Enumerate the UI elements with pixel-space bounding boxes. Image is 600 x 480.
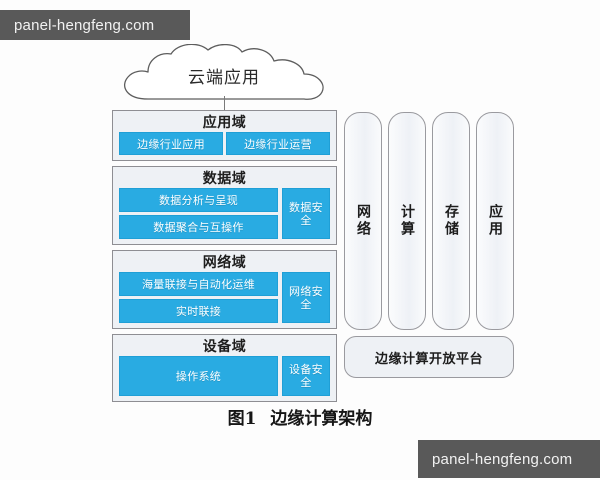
capability-column-application[interactable]: 应用 bbox=[476, 112, 514, 330]
domain-network-item-1[interactable]: 海量联接与自动化运维 bbox=[119, 272, 278, 296]
domain-data-title: 数据域 bbox=[202, 171, 247, 187]
capability-columns: 网络 计算 存储 应用 bbox=[344, 112, 514, 330]
domain-network-items: 海量联接与自动化运维 实时联接 bbox=[119, 272, 278, 323]
domain-device-title: 设备域 bbox=[202, 339, 247, 355]
edge-computing-open-platform-label: 边缘计算开放平台 bbox=[374, 351, 483, 367]
cloud-shape: 云端应用 bbox=[118, 44, 330, 106]
domain-network-security[interactable]: 网络安全 bbox=[282, 272, 330, 323]
watermark-bottom: panel-hengfeng.com bbox=[418, 440, 600, 478]
capability-column-storage[interactable]: 存储 bbox=[432, 112, 470, 330]
domain-stack: 应用域 边缘行业应用 边缘行业运营 数据域 数据分析与呈现 数据聚合与互操作 数… bbox=[112, 110, 337, 407]
capability-column-network[interactable]: 网络 bbox=[344, 112, 382, 330]
capability-column-network-label: 网络 bbox=[355, 204, 371, 238]
domain-network-body: 海量联接与自动化运维 实时联接 网络安全 bbox=[119, 272, 330, 323]
capability-column-compute[interactable]: 计算 bbox=[388, 112, 426, 330]
cloud-label: 云端应用 bbox=[188, 67, 260, 88]
domain-data-item-1[interactable]: 数据分析与呈现 bbox=[119, 188, 278, 212]
domain-device-items: 操作系统 bbox=[119, 356, 278, 396]
domain-application-item-2[interactable]: 边缘行业运营 bbox=[226, 132, 330, 155]
domain-data-items: 数据分析与呈现 数据聚合与互操作 bbox=[119, 188, 278, 239]
figure-caption-title: 边缘计算架构 bbox=[270, 409, 373, 429]
cloud-outline-icon bbox=[124, 44, 324, 100]
domain-network: 网络域 海量联接与自动化运维 实时联接 网络安全 bbox=[112, 250, 337, 329]
watermark-top: panel-hengfeng.com bbox=[0, 10, 190, 40]
edge-computing-open-platform[interactable]: 边缘计算开放平台 bbox=[344, 336, 514, 378]
figure-caption: 图1 边缘计算架构 bbox=[0, 404, 600, 429]
domain-network-title: 网络域 bbox=[202, 255, 247, 271]
domain-data: 数据域 数据分析与呈现 数据聚合与互操作 数据安全 bbox=[112, 166, 337, 245]
domain-device: 设备域 操作系统 设备安全 bbox=[112, 334, 337, 402]
domain-device-security[interactable]: 设备安全 bbox=[282, 356, 330, 396]
domain-data-security[interactable]: 数据安全 bbox=[282, 188, 330, 239]
capability-column-application-label: 应用 bbox=[487, 204, 503, 238]
domain-data-body: 数据分析与呈现 数据聚合与互操作 数据安全 bbox=[119, 188, 330, 239]
domain-network-item-2[interactable]: 实时联接 bbox=[119, 299, 278, 323]
capability-column-storage-label: 存储 bbox=[443, 204, 459, 238]
domain-device-body: 操作系统 设备安全 bbox=[119, 356, 330, 396]
domain-application-body: 边缘行业应用 边缘行业运营 bbox=[119, 132, 330, 155]
domain-data-item-2[interactable]: 数据聚合与互操作 bbox=[119, 215, 278, 239]
domain-application-item-1[interactable]: 边缘行业应用 bbox=[119, 132, 223, 155]
figure-caption-number: 图1 bbox=[227, 409, 257, 429]
capability-column-compute-label: 计算 bbox=[399, 204, 415, 238]
domain-device-item-1[interactable]: 操作系统 bbox=[119, 356, 278, 396]
domain-application: 应用域 边缘行业应用 边缘行业运营 bbox=[112, 110, 337, 161]
cloud-to-application-connector bbox=[224, 96, 225, 112]
domain-application-title: 应用域 bbox=[202, 115, 247, 131]
